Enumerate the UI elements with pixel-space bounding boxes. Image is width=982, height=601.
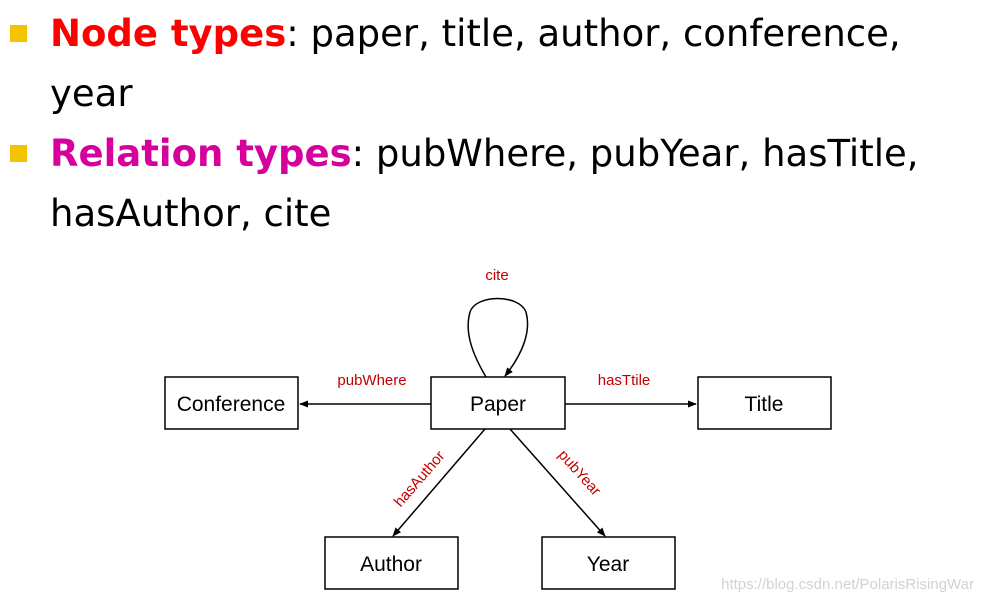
relation-types-term: Relation types xyxy=(50,132,352,175)
bullet-square-icon xyxy=(10,25,27,42)
bullet-square-icon xyxy=(10,145,27,162)
edge-label-hastitle: hasTtile xyxy=(598,372,651,389)
edge-label-hasauthor: hasAuthor xyxy=(391,448,449,511)
node-title-label: Title xyxy=(745,393,784,416)
node-paper-label: Paper xyxy=(470,393,526,416)
node-year-label: Year xyxy=(587,553,629,576)
node-year: Year xyxy=(541,536,676,590)
watermark: https://blog.csdn.net/PolarisRisingWar xyxy=(721,576,974,593)
node-types-list: : paper, title, author, conference, xyxy=(286,12,901,55)
relation-types-list: : pubWhere, pubYear, hasTitle, xyxy=(351,132,919,175)
node-author-label: Author xyxy=(360,553,422,576)
node-author: Author xyxy=(324,536,459,590)
bullet-list: Node types: paper, title, author, confer… xyxy=(10,4,980,244)
node-types-term: Node types xyxy=(50,12,287,55)
node-title: Title xyxy=(697,376,832,430)
edge-label-cite: cite xyxy=(485,267,508,284)
relation-types-list-cont: hasAuthor, cite xyxy=(50,192,332,235)
edge-pubyear xyxy=(509,428,606,537)
edge-hasauthor xyxy=(392,428,486,537)
node-paper: Paper xyxy=(430,376,566,430)
node-types-list-cont: year xyxy=(50,72,133,115)
edge-label-pubyear: pubYear xyxy=(555,447,605,500)
bullet-node-types: Node types: paper, title, author, confer… xyxy=(10,4,980,124)
bullet-relation-types: Relation types: pubWhere, pubYear, hasTi… xyxy=(10,124,980,244)
node-conference-label: Conference xyxy=(177,393,286,416)
edge-label-pubwhere: pubWhere xyxy=(337,372,406,389)
node-conference: Conference xyxy=(164,376,299,430)
edge-cite xyxy=(467,297,529,378)
